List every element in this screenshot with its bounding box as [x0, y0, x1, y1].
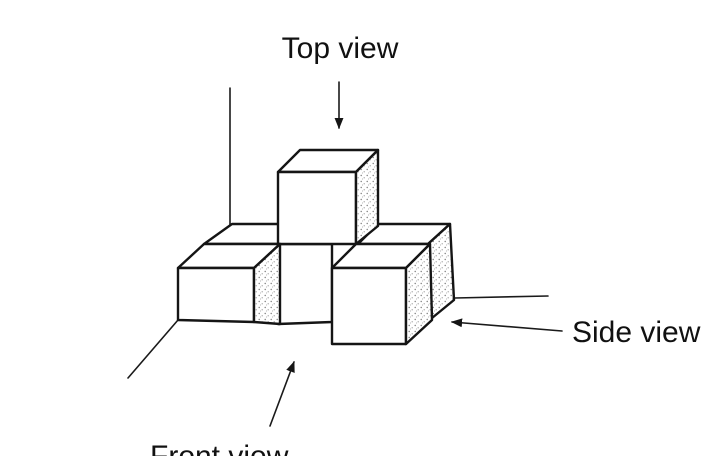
- front-view-label: Front view: [150, 440, 289, 456]
- cube-front-right: [330, 242, 434, 346]
- side-view-arrow: [450, 318, 563, 332]
- cube-top: [276, 148, 380, 246]
- front-view-arrow: [269, 360, 295, 427]
- top-view-label: Top view: [282, 32, 399, 65]
- right-base-axis-line: [454, 295, 549, 299]
- side-view-label: Side view: [572, 316, 701, 349]
- left-base-axis-line: [127, 319, 179, 379]
- cube-front-left: [176, 242, 282, 326]
- cube-middle-lower: [276, 242, 334, 326]
